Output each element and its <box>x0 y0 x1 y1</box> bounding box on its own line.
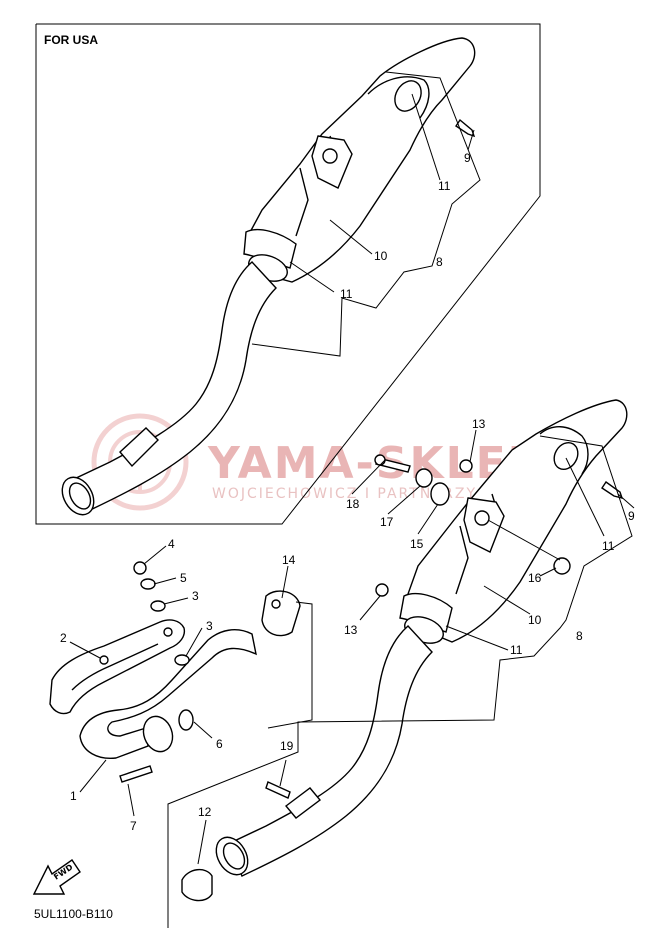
callout-4: 4 <box>168 537 175 551</box>
callout-12: 12 <box>198 805 212 819</box>
clamp-14-bolt <box>271 599 281 609</box>
usa-leaders <box>251 71 481 357</box>
collar-3-bottom <box>174 654 190 666</box>
main-muffler <box>399 399 628 644</box>
washer-17 <box>415 468 433 488</box>
main-leaders <box>167 429 635 928</box>
usa-muffler <box>243 37 476 283</box>
collar-3-top <box>150 600 166 612</box>
usa-pipe-flange-inner <box>68 482 92 510</box>
usa-exhaust-pipe <box>61 261 277 516</box>
clamp-14 <box>261 590 301 637</box>
callout-usa-11-top: 11 <box>438 179 451 193</box>
protector-hole-b <box>163 627 173 637</box>
bolt-19 <box>265 781 291 799</box>
grommet-15 <box>430 482 450 506</box>
callout-6: 6 <box>216 737 223 751</box>
callout-13-bottom: 13 <box>344 623 358 637</box>
header-pipe-1 <box>79 629 257 759</box>
callout-usa-9: 9 <box>464 151 471 165</box>
callout-11-bottom: 11 <box>510 643 523 657</box>
muffler-end-cap <box>539 426 589 475</box>
callout-15: 15 <box>410 537 424 551</box>
usa-muffler-end <box>367 76 430 119</box>
bolt-7 <box>119 765 153 783</box>
bolt-18-head <box>374 454 386 466</box>
washer-5 <box>140 578 156 590</box>
callout-3-bottom: 3 <box>206 619 213 633</box>
callout-18: 18 <box>346 497 360 511</box>
left-leaders <box>69 545 289 865</box>
protector-hole-a <box>99 655 109 665</box>
heat-protector-2 <box>49 619 186 715</box>
callout-3-top: 3 <box>192 589 199 603</box>
callout-9: 9 <box>628 509 635 523</box>
header-pipe-flange <box>142 715 174 753</box>
callout-13-top: 13 <box>472 417 486 431</box>
usa-bracket-hole <box>322 148 338 164</box>
main-pipe-flange-inner <box>222 842 246 870</box>
callout-8: 8 <box>576 629 583 643</box>
muffler-bracket-hole <box>474 510 490 526</box>
header-pipe-group <box>49 561 313 902</box>
bolt-9 <box>601 481 624 499</box>
watermark-title: YAMA-SKLEP <box>207 438 542 489</box>
main-pipe-tube <box>227 625 433 877</box>
gasket-12 <box>181 869 213 902</box>
callout-7: 7 <box>130 819 137 833</box>
usa-muffler-outlet <box>394 80 422 112</box>
callout-5: 5 <box>180 571 187 585</box>
nut-13-top <box>459 459 473 473</box>
fwd-arrow-icon <box>32 859 81 895</box>
usa-bolt-9 <box>455 118 476 138</box>
nut-13-bottom <box>375 583 389 597</box>
bolt-4 <box>133 561 147 575</box>
main-exhaust-pipe <box>215 625 433 877</box>
callout-10: 10 <box>528 613 542 627</box>
heat-protector-rib <box>71 643 159 691</box>
callout-usa-8: 8 <box>436 255 443 269</box>
main-pipe-protector <box>284 787 322 819</box>
usa-pipe-protector <box>119 427 159 468</box>
clamp-14-bracket <box>267 601 313 729</box>
callout-19: 19 <box>280 739 294 753</box>
usa-inset: FOR USA 9 11 <box>35 23 541 525</box>
callout-11-top: 11 <box>602 539 615 553</box>
callout-16: 16 <box>528 571 542 585</box>
fwd-arrow: FWD <box>32 859 81 895</box>
diagram-code: 5UL1100-B110 <box>34 907 113 921</box>
watermark-subtitle: WOJCIECHOWICZ I PARTNERZY YAMAHA <box>212 486 554 502</box>
main-hardware <box>265 454 624 799</box>
muffler-outlet <box>553 441 579 471</box>
gasket-6 <box>178 709 194 731</box>
callout-17: 17 <box>380 515 394 529</box>
bolt-16 <box>553 557 571 575</box>
callout-2: 2 <box>60 631 67 645</box>
callout-usa-10: 10 <box>374 249 388 263</box>
usa-inset-frame <box>35 23 541 525</box>
callout-1: 1 <box>70 789 77 803</box>
watermark: YAMA-SKLEP WOJCIECHOWICZ I PARTNERZY YAM… <box>91 413 554 511</box>
inset-title: FOR USA <box>44 33 98 47</box>
callout-usa-11-bottom: 11 <box>340 287 353 301</box>
usa-joint-clamp <box>243 228 297 269</box>
callout-14: 14 <box>282 553 296 567</box>
